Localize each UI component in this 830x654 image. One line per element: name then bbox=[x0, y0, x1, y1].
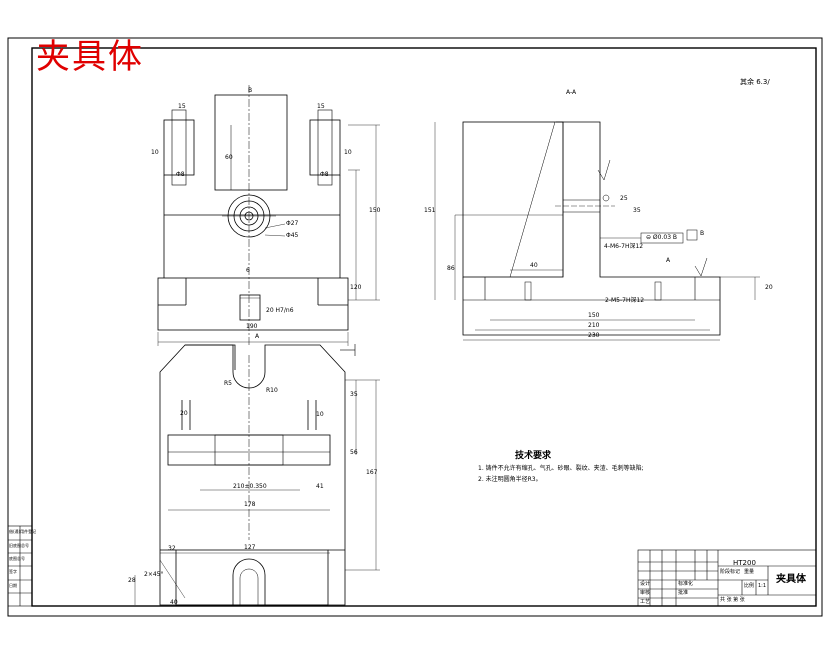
front-view bbox=[157, 85, 380, 346]
dim-35: 35 bbox=[350, 391, 358, 398]
side-row-5: 日期 bbox=[9, 583, 17, 588]
dim-slot-right: 15 bbox=[317, 103, 325, 110]
view-arrow bbox=[340, 344, 356, 356]
dim-10-right: 10 bbox=[316, 411, 324, 418]
dim-150: 150 bbox=[588, 312, 600, 319]
thread-m5: 2-M5-7H深12 bbox=[605, 297, 645, 304]
dim-151: 151 bbox=[424, 207, 436, 214]
dim-hole-d2: Φ45 bbox=[286, 232, 299, 239]
dim-25: 25 bbox=[620, 195, 628, 202]
dim-top-width: B bbox=[248, 87, 253, 94]
datum-b: B bbox=[700, 230, 705, 237]
view-arrow-label: A bbox=[255, 333, 260, 340]
designer-label: 设计 bbox=[640, 581, 651, 587]
material-label: HT200 bbox=[733, 559, 756, 567]
outer-frame bbox=[7, 37, 823, 617]
part-name: 夹具体 bbox=[776, 574, 806, 585]
dim-178: 178 bbox=[244, 501, 256, 508]
side-row-2: 旧底图总号 bbox=[9, 543, 29, 548]
dim-167: 167 bbox=[366, 469, 378, 476]
section-label: A-A bbox=[566, 89, 577, 96]
checker-label: 审核 bbox=[640, 590, 651, 596]
dim-20-section: 20 bbox=[765, 284, 773, 291]
dim-right-r: 10 bbox=[344, 149, 352, 156]
datum-a: A bbox=[666, 257, 671, 264]
dim-chamfer: 2×45° bbox=[144, 571, 164, 578]
dim-left-r: 10 bbox=[151, 149, 159, 156]
std-label: 标准化 bbox=[678, 581, 694, 587]
tech-req-line1: 1. 铸件不允许有缩孔、气孔、砂眼、裂纹、夹渣、毛刺等缺陷; bbox=[478, 465, 644, 472]
ratio: 1:1 bbox=[758, 583, 767, 589]
dim-slot-left: 15 bbox=[178, 103, 186, 110]
dim-230: 230 bbox=[588, 332, 600, 339]
dim-mid: 6 bbox=[246, 267, 250, 274]
scale-label: 比例 bbox=[744, 583, 755, 589]
dim-r10: R10 bbox=[266, 387, 278, 394]
dim-56: 56 bbox=[350, 449, 358, 456]
dim-hole-d1: Φ27 bbox=[286, 220, 299, 227]
dim-127: 127 bbox=[244, 544, 256, 551]
dim-35-section: 35 bbox=[633, 207, 641, 214]
side-row-4: 签字 bbox=[9, 569, 17, 574]
dim-block-h: 60 bbox=[225, 154, 233, 161]
inner-frame bbox=[31, 47, 817, 607]
stage-label: 阶段标记 bbox=[720, 569, 741, 575]
section-view bbox=[434, 121, 760, 341]
dim-40: 40 bbox=[530, 262, 538, 269]
dim-overall-h: 150 bbox=[369, 207, 381, 214]
title-block bbox=[637, 549, 817, 607]
side-row-3: 底图总号 bbox=[9, 556, 25, 561]
thread-m6: 4-M6-7H深12 bbox=[604, 243, 644, 250]
dim-41: 41 bbox=[316, 483, 324, 490]
dim-left-hole: Φ8 bbox=[176, 171, 185, 178]
process-label: 工艺 bbox=[640, 599, 651, 605]
tech-req-line2: 2. 未注明圆角半径R3。 bbox=[478, 476, 542, 483]
dim-base-h: 120 bbox=[350, 284, 362, 291]
roughness-note: 其余 6.3/ bbox=[740, 78, 770, 86]
drawing-title: 夹具体 bbox=[36, 37, 144, 77]
dim-20-left: 20 bbox=[180, 410, 188, 417]
dim-angle: 40 bbox=[170, 599, 178, 606]
bottom-view bbox=[134, 344, 380, 606]
dim-32: 32 bbox=[168, 545, 176, 552]
sheet-info: 共 张 第 张 bbox=[720, 597, 745, 603]
dim-right-hole: Φ8 bbox=[320, 171, 329, 178]
dim-slot: 210±0.350 bbox=[233, 483, 267, 490]
dim-28: 28 bbox=[128, 577, 136, 584]
gdt-frame: ⊖ Ø0.03 B bbox=[646, 234, 678, 241]
tech-req-heading: 技术要求 bbox=[515, 451, 552, 461]
weight-label: 重量 bbox=[744, 569, 755, 575]
dim-slot-tol: 20 H7/n6 bbox=[266, 307, 294, 314]
dim-210: 210 bbox=[588, 322, 600, 329]
dim-base-w: 190 bbox=[246, 323, 258, 330]
side-panel bbox=[7, 525, 33, 607]
approver-label: 批准 bbox=[678, 590, 689, 596]
side-row-1: 借(通)用件登记 bbox=[9, 529, 37, 534]
dim-r5: R5 bbox=[224, 380, 232, 387]
dim-86: 86 bbox=[447, 265, 455, 272]
